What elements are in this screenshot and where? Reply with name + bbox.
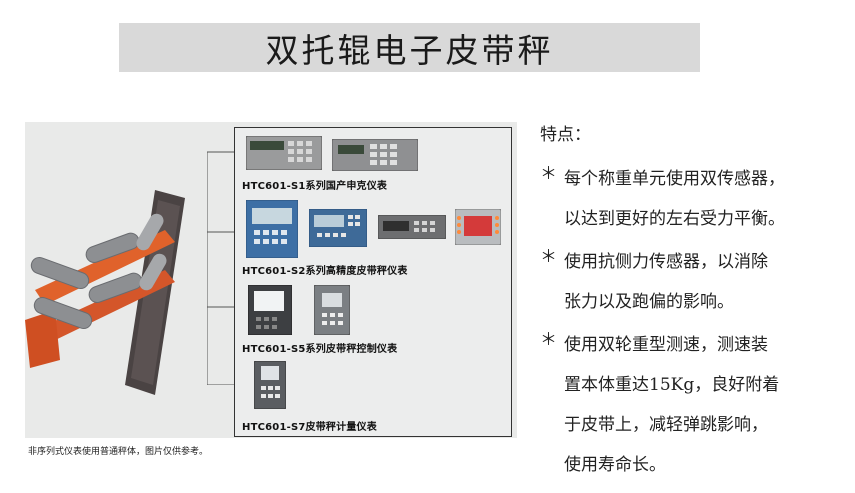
bullet-icon: ＊	[540, 164, 557, 184]
instrument-s2-b	[309, 209, 367, 247]
model-label-s2: HTC601-S2系列高精度皮带秤仪表	[242, 266, 408, 277]
bullet-icon: ＊	[540, 330, 557, 350]
bullet-icon: ＊	[540, 247, 557, 267]
instrument-s1-a	[246, 136, 322, 170]
feature-item: ＊ 使用双轮重型测速，测速装 置本体重达15Kg，良好附着 于皮带上，减轻弹跳影…	[540, 325, 840, 485]
feature-line: 置本体重达15Kg，良好附着	[564, 375, 780, 395]
feature-line: 使用双轮重型测速，测速装	[564, 335, 768, 355]
instrument-s2-c	[378, 215, 446, 239]
features-heading: 特点：	[540, 125, 591, 145]
feature-line: 以达到更好的左右受力平衡。	[564, 209, 785, 229]
feature-line: 张力以及跑偏的影响。	[564, 292, 734, 312]
feature-item: ＊ 使用抗侧力传感器，以消除 张力以及跑偏的影响。	[540, 242, 840, 322]
instrument-s2-d	[455, 209, 501, 245]
features-section: 特点： ＊ 每个称重单元使用双传感器， 以达到更好的左右受力平衡。 ＊ 使用抗侧…	[540, 120, 840, 488]
instrument-s5-a	[248, 285, 292, 335]
model-label-s7: HTC601-S7皮带秤计量仪表	[242, 422, 377, 433]
title-bar: 双托辊电子皮带秤	[119, 23, 700, 72]
feature-line: 每个称重单元使用双传感器，	[564, 169, 785, 189]
conveyor-scale-image	[25, 190, 185, 395]
instrument-s7	[254, 361, 286, 409]
page-title: 双托辊电子皮带秤	[265, 30, 554, 70]
feature-line: 使用寿命长。	[564, 455, 666, 475]
feature-line: 使用抗侧力传感器，以消除	[564, 252, 768, 272]
feature-line: 于皮带上，减轻弹跳影响，	[564, 415, 768, 435]
model-label-s5: HTC601-S5系列皮带秤控制仪表	[242, 344, 398, 355]
instrument-s5-b	[314, 285, 350, 335]
instrument-s2-a	[246, 200, 298, 258]
footnote: 非序列式仪表使用普通秤体，图片仅供参考。	[28, 447, 209, 457]
connector-bracket	[207, 151, 237, 385]
model-label-s1: HTC601-S1系列国产申克仪表	[242, 181, 388, 192]
feature-item: ＊ 每个称重单元使用双传感器， 以达到更好的左右受力平衡。	[540, 159, 840, 239]
instrument-s1-b	[332, 139, 418, 171]
